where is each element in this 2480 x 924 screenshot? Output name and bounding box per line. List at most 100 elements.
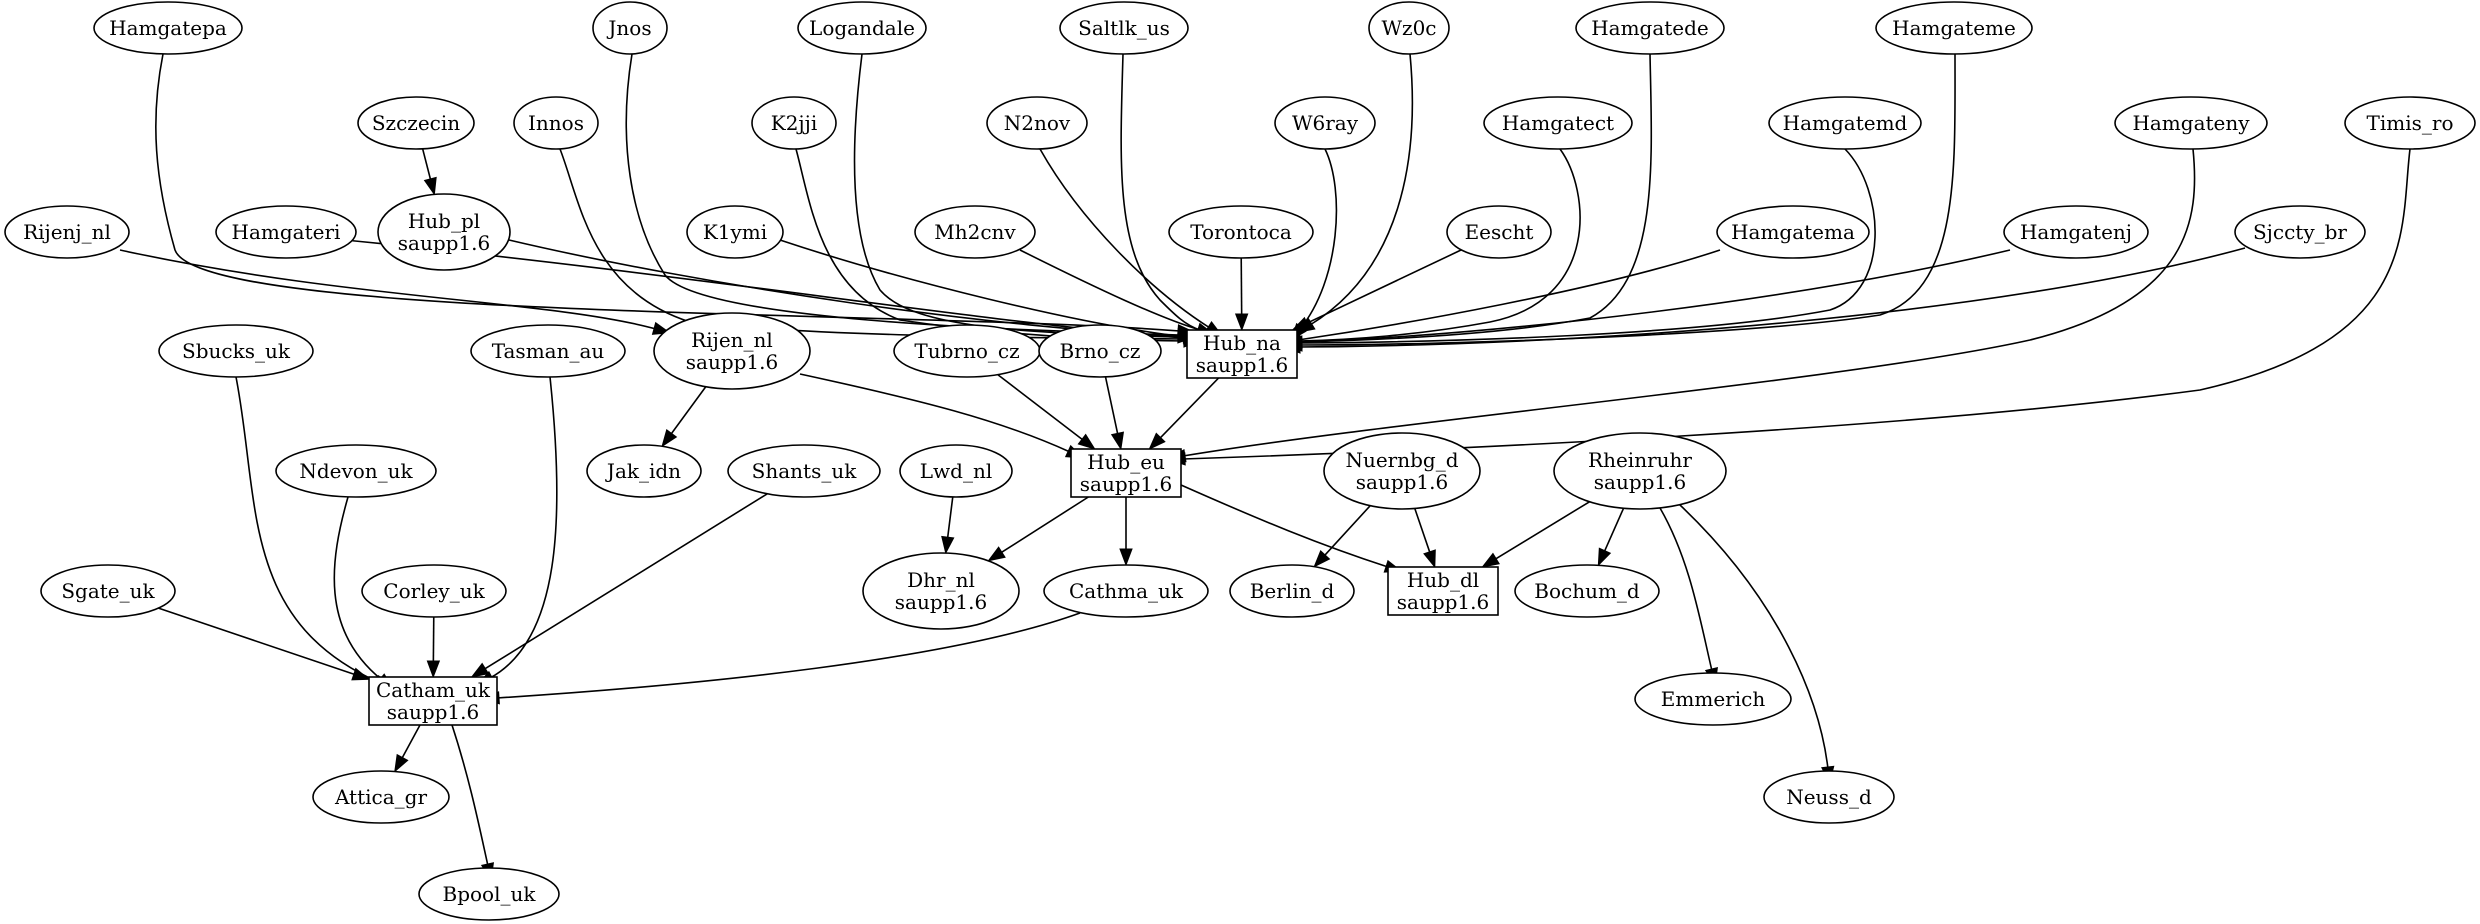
node-logandale[interactable]: Logandale: [797, 1, 927, 55]
node-label: Tasman_au: [492, 339, 605, 363]
node-ellipse: [899, 444, 1013, 498]
node-ellipse: [727, 444, 881, 498]
edge-line: [1323, 505, 1371, 557]
node-ellipse: [1483, 96, 1633, 150]
edge-rijen_nl-to-jak_idn: [661, 386, 707, 448]
node-emmerich[interactable]: Emmerich: [1634, 672, 1792, 726]
node-ellipse: [1323, 432, 1481, 510]
node-label: Logandale: [809, 16, 915, 40]
node-torontoca[interactable]: Torontoca: [1168, 205, 1314, 259]
node-label: Innos: [528, 111, 584, 135]
edge-line: [489, 376, 558, 679]
node-berlin_d[interactable]: Berlin_d: [1229, 564, 1355, 618]
edge-line: [853, 53, 1181, 338]
node-eescht[interactable]: Eescht: [1446, 205, 1552, 259]
edge-hub_eu-to-dhr_nl: [987, 496, 1089, 562]
edge-line: [625, 53, 1181, 336]
node-k2jji[interactable]: K2jji: [751, 96, 837, 150]
node-timis_ro[interactable]: Timis_ro: [2344, 96, 2476, 150]
node-sbucks_uk[interactable]: Sbucks_uk: [158, 324, 314, 378]
node-label: Hub_eu: [1087, 450, 1165, 474]
edge-torontoca-to-hub_na: [1234, 257, 1249, 332]
node-box: [368, 676, 498, 726]
node-label: Hub_na: [1203, 331, 1281, 355]
edge-lwd_nl-to-dhr_nl: [941, 496, 955, 555]
node-label: Sbucks_uk: [182, 339, 291, 363]
edge-line: [421, 148, 432, 181]
node-label: Hamgatect: [1502, 111, 1614, 135]
node-ellipse: [40, 564, 176, 618]
edge-line: [1297, 247, 2246, 348]
node-ellipse: [862, 552, 1020, 630]
node-bochum_d[interactable]: Bochum_d: [1514, 564, 1660, 618]
node-neuss_d[interactable]: Neuss_d: [1763, 770, 1895, 824]
node-ellipse: [1368, 1, 1450, 55]
node-hamgatede[interactable]: Hamgatede: [1575, 1, 1725, 55]
node-corley_uk[interactable]: Corley_uk: [361, 564, 507, 618]
node-label: saupp1.6: [1594, 470, 1686, 494]
node-ellipse: [470, 324, 626, 378]
node-jnos[interactable]: Jnos: [592, 1, 668, 55]
node-tubrno_cz[interactable]: Tubrno_cz: [893, 324, 1041, 378]
node-hamgatect[interactable]: Hamgatect: [1483, 96, 1633, 150]
edge-eescht-to-hub_na: [1291, 249, 1462, 331]
node-saltlk_us[interactable]: Saltlk_us: [1059, 1, 1189, 55]
node-mh2cnv[interactable]: Mh2cnv: [914, 205, 1036, 259]
node-innos[interactable]: Innos: [513, 96, 599, 150]
node-ellipse: [653, 312, 811, 390]
node-n2nov[interactable]: N2nov: [986, 96, 1088, 150]
node-brno_cz[interactable]: Brno_cz: [1038, 324, 1162, 378]
node-shants_uk[interactable]: Shants_uk: [727, 444, 881, 498]
arrowhead: [661, 429, 678, 448]
node-label: Saltlk_us: [1078, 16, 1170, 40]
node-hamgatenj[interactable]: Hamgatenj: [2003, 205, 2149, 259]
edge-line: [1120, 53, 1201, 331]
node-jak_idn[interactable]: Jak_idn: [586, 444, 702, 498]
node-sjccty_br[interactable]: Sjccty_br: [2234, 205, 2366, 259]
edge-line: [1104, 376, 1119, 435]
edge-line: [1679, 504, 1829, 770]
node-sgate_uk[interactable]: Sgate_uk: [40, 564, 176, 618]
node-cathma_uk[interactable]: Cathma_uk: [1043, 564, 1209, 618]
node-hamgatema[interactable]: Hamgatema: [1716, 205, 1870, 259]
node-attica_gr[interactable]: Attica_gr: [312, 770, 450, 824]
arrowhead: [1110, 431, 1125, 451]
node-ellipse: [1763, 770, 1895, 824]
node-hamgatemd[interactable]: Hamgatemd: [1768, 96, 1922, 150]
node-szczecin[interactable]: Szczecin: [357, 96, 475, 150]
edge-line: [484, 493, 768, 670]
node-ellipse: [1553, 432, 1727, 510]
node-hamgateri[interactable]: Hamgateri: [215, 205, 357, 259]
arrowhead: [394, 753, 409, 773]
node-label: saupp1.6: [1397, 590, 1489, 614]
node-hamgateme[interactable]: Hamgateme: [1875, 1, 2033, 55]
node-k1ymi[interactable]: K1ymi: [686, 205, 784, 259]
node-bpool_uk[interactable]: Bpool_uk: [418, 867, 560, 921]
node-ndevon_uk[interactable]: Ndevon_uk: [275, 444, 437, 498]
node-rijenj_nl[interactable]: Rijenj_nl: [4, 205, 130, 259]
node-ellipse: [1875, 1, 2033, 55]
node-ellipse: [914, 205, 1036, 259]
node-hamgateny[interactable]: Hamgateny: [2114, 96, 2268, 150]
edge-line: [1494, 501, 1590, 560]
node-label: Nuernbg_d: [1345, 448, 1458, 472]
node-hamgatepa[interactable]: Hamgatepa: [93, 1, 243, 55]
node-wz0c[interactable]: Wz0c: [1368, 1, 1450, 55]
node-lwd_nl[interactable]: Lwd_nl: [899, 444, 1013, 498]
node-ellipse: [592, 1, 668, 55]
node-ellipse: [686, 205, 784, 259]
node-tasman_au[interactable]: Tasman_au: [470, 324, 626, 378]
node-label: Torontoca: [1190, 220, 1292, 244]
node-w6ray[interactable]: W6ray: [1274, 96, 1376, 150]
edge-line: [508, 239, 1187, 337]
edge-line: [451, 724, 489, 867]
